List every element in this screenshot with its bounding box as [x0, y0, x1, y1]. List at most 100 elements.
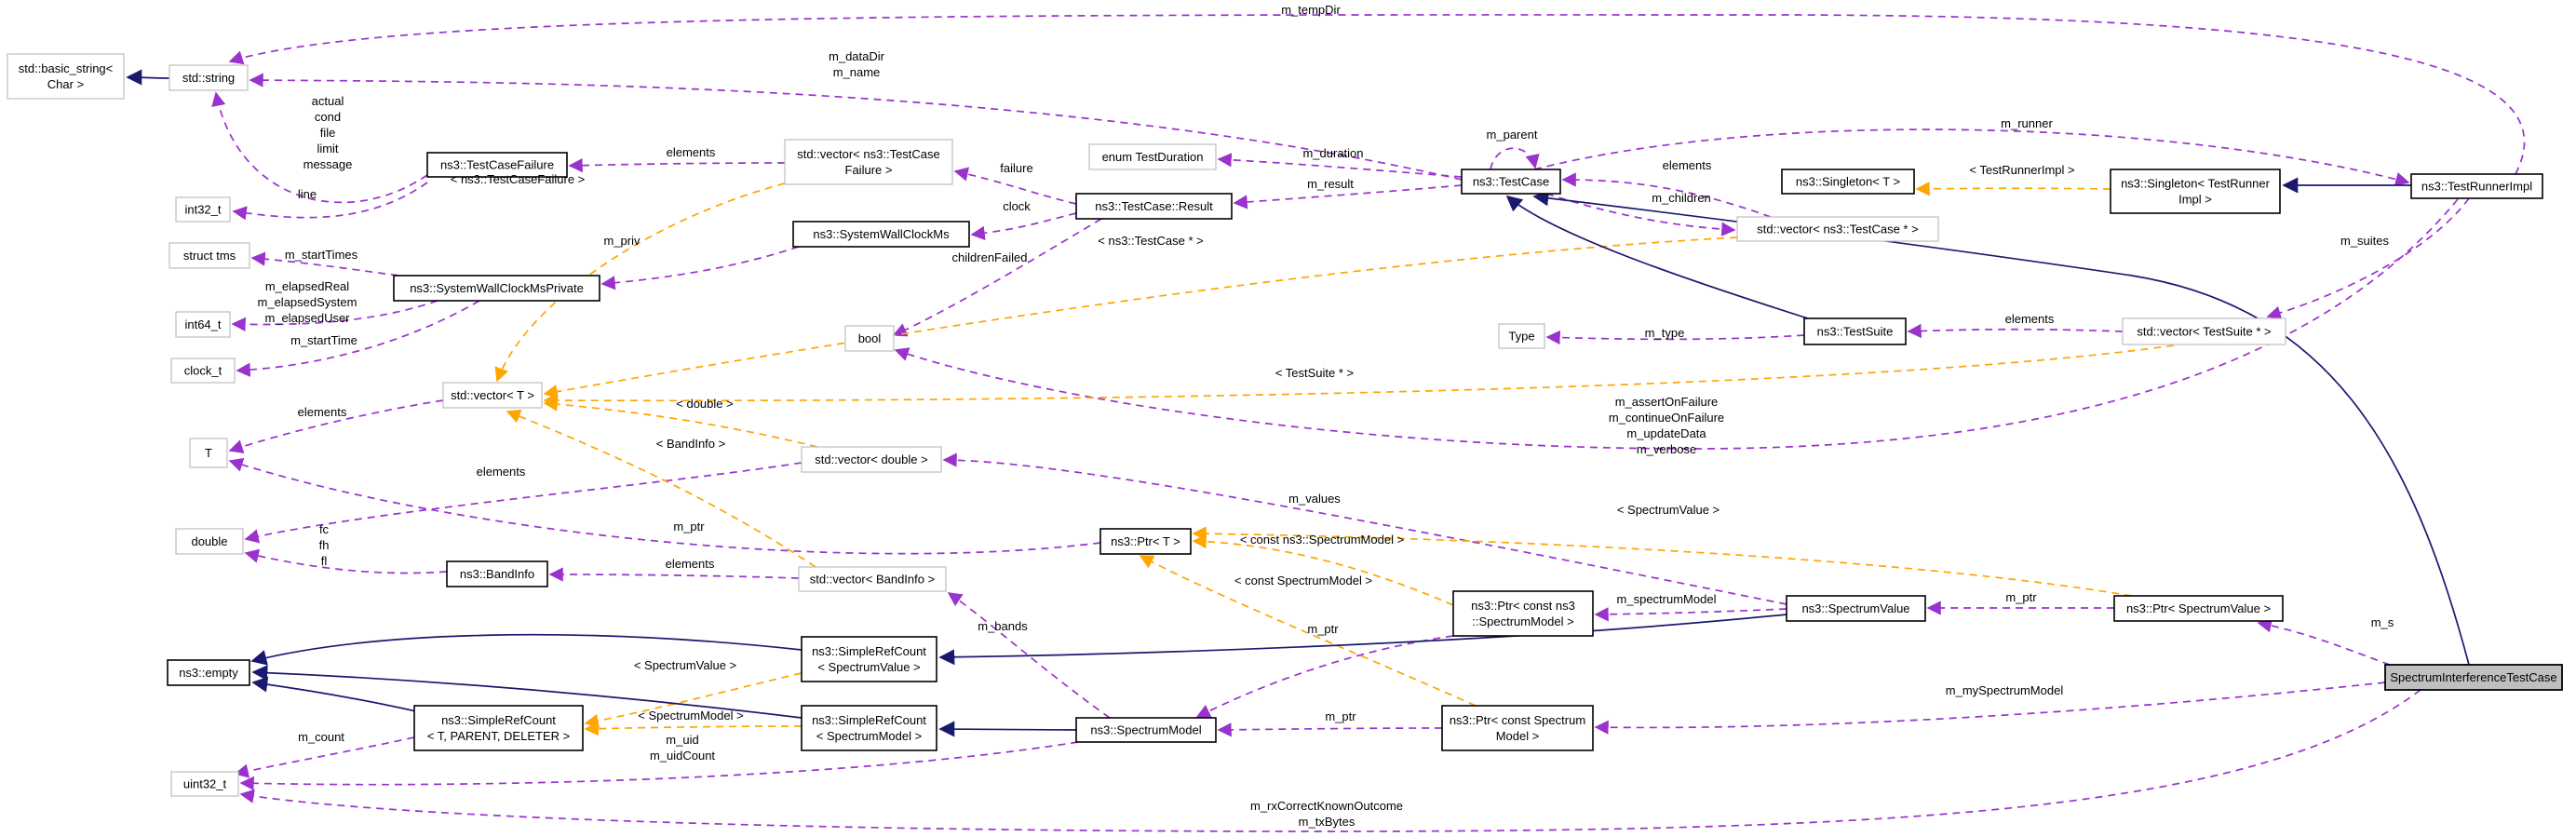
edge-label-m-runner: m_runner [2001, 116, 2053, 130]
edge-std-string-to-basic-string [126, 69, 170, 86]
node-ptr-const-ns3-spectrummodel[interactable]: ns3::Ptr< const ns3::SpectrumModel > [1452, 590, 1594, 637]
node-box-ptr-t[interactable] [1099, 528, 1192, 555]
node-spectrumvalue[interactable]: ns3::SpectrumValue [1786, 595, 1926, 622]
edge-label-elements: elements [2005, 312, 2055, 326]
edge-src-spectrummodel-to-src-tpd [584, 722, 802, 736]
node-singleton-t[interactable]: ns3::Singleton< T > [1781, 169, 1915, 195]
edge-testrunnerimpl-to-vec-testsuite-ptr [2266, 197, 2470, 320]
node-label-bool: bool [858, 331, 882, 345]
edge-systemwallclockmsprivate-to-clock-t [236, 300, 480, 377]
node-box-singleton-t[interactable] [1781, 169, 1915, 195]
edge-testcasefailure-to-int32-t [232, 182, 428, 221]
node-label-spectruminterferencetestcase: SpectrumInterferenceTestCase [2390, 670, 2556, 684]
edge-spectrumvalue-to-ptr-const-ns3-spectrummodel [1594, 607, 1787, 622]
edge-label-m-result: m_result [1307, 177, 1354, 191]
node-src-tpd[interactable]: ns3::SimpleRefCount< T, PARENT, DELETER … [413, 705, 584, 751]
node-box-enum-testduration [1088, 143, 1217, 170]
edge-testcase-to-testcase-result [1233, 184, 1463, 209]
edge-label--const-spectrummodel-: < const SpectrumModel > [1234, 574, 1372, 587]
node-box-uint32-t [170, 771, 239, 797]
node-empty[interactable]: ns3::empty [167, 659, 250, 686]
edge-systemwallclockms-to-systemwallclockmsprivate [600, 246, 800, 290]
node-systemwallclockms[interactable]: ns3::SystemWallClockMs [792, 221, 970, 248]
edge-label-m-count: m_count [298, 730, 344, 744]
node-box-empty[interactable] [167, 659, 250, 686]
node-box-spectrumvalue[interactable] [1786, 595, 1926, 622]
node-vec-double: std::vector< double > [801, 446, 942, 473]
node-label-struct-tms: struct tms [183, 249, 236, 263]
node-box-src-spectrumvalue[interactable] [801, 636, 937, 682]
edge-systemwallclockmsprivate-to-int64-t [231, 300, 438, 332]
node-box-systemwallclockmsprivate[interactable] [393, 275, 600, 302]
node-box-testcase-result[interactable] [1075, 193, 1233, 220]
node-box-testrunnerimpl[interactable] [2410, 173, 2543, 199]
node-label-t: T [205, 446, 212, 460]
node-testrunnerimpl[interactable]: ns3::TestRunnerImpl [2410, 173, 2543, 199]
edge-vec-testcasefailure-to-testcasefailure [568, 157, 786, 173]
node-box-ptr-const-spectrummodel[interactable] [1441, 705, 1594, 751]
node-label-empty: ns3::empty [179, 666, 238, 680]
edge-label-m-ptr: m_ptr [1325, 709, 1356, 723]
node-box-testsuite[interactable] [1803, 317, 1907, 345]
node-box-src-spectrummodel[interactable] [801, 705, 937, 751]
edge-spectruminterferencetestcase-to-testcase [1532, 190, 2470, 666]
node-testcase-result[interactable]: ns3::TestCase::Result [1075, 193, 1233, 220]
node-ptr-spectrumvalue[interactable]: ns3::Ptr< SpectrumValue > [2113, 595, 2284, 622]
node-src-spectrumvalue[interactable]: ns3::SimpleRefCount< SpectrumValue > [801, 636, 937, 682]
node-box-singleton-testrunnerimpl[interactable] [2110, 169, 2281, 214]
node-label-ptr-t: ns3::Ptr< T > [1111, 534, 1180, 548]
node-testcasefailure[interactable]: ns3::TestCaseFailure [426, 152, 568, 178]
node-label-src-spectrumvalue: ns3::SimpleRefCount< SpectrumValue > [812, 644, 926, 674]
node-vec-testsuite-ptr: std::vector< TestSuite * > [2122, 317, 2286, 345]
node-testsuite[interactable]: ns3::TestSuite [1803, 317, 1907, 345]
node-ptr-t[interactable]: ns3::Ptr< T > [1099, 528, 1192, 555]
node-box-struct-tms [169, 242, 250, 269]
node-box-testcasefailure[interactable] [426, 152, 568, 178]
node-box-double [175, 528, 244, 555]
node-box-bandinfo[interactable] [446, 560, 548, 587]
edge-testcase-to-vec-testcase-ptr [1545, 193, 1736, 236]
node-label-testcase: ns3::TestCase [1473, 175, 1549, 189]
node-src-spectrummodel[interactable]: ns3::SimpleRefCount< SpectrumModel > [801, 705, 937, 751]
node-label-testrunnerimpl: ns3::TestRunnerImpl [2421, 180, 2532, 194]
node-label-ptr-const-ns3-spectrummodel: ns3::Ptr< const ns3::SpectrumModel > [1471, 599, 1575, 628]
node-systemwallclockmsprivate[interactable]: ns3::SystemWallClockMsPrivate [393, 275, 600, 302]
node-box-clock-t [170, 358, 236, 384]
edge-src-spectrumvalue-to-src-tpd [584, 672, 802, 728]
node-box-systemwallclockms[interactable] [792, 221, 970, 248]
edge-label-m-spectrummodel: m_spectrumModel [1617, 592, 1717, 606]
node-box-ptr-spectrumvalue[interactable] [2113, 595, 2284, 622]
edge-spectrummodel-to-src-spectrummodel [938, 721, 1077, 737]
node-label-vec-double: std::vector< double > [815, 452, 927, 466]
edge-testsuite-to-type [1545, 330, 1805, 345]
edge-src-spectrummodel-to-empty [251, 665, 802, 719]
edge-label-m-children: m_children [1652, 191, 1711, 205]
node-spectrummodel[interactable]: ns3::SpectrumModel [1075, 717, 1217, 743]
edge-label--const-ns3-spectrummodel-: < const ns3::SpectrumModel > [1240, 533, 1404, 547]
node-label-uint32-t: uint32_t [183, 777, 227, 791]
node-label-std-string: std::string [182, 71, 235, 85]
edge-label-m-ptr: m_ptr [1307, 622, 1339, 636]
edge-vec-double-to-vec-t [543, 397, 818, 448]
edge-label-m-starttime: m_startTime [290, 333, 357, 347]
node-box-testcase[interactable] [1461, 169, 1561, 195]
node-label-ptr-spectrumvalue: ns3::Ptr< SpectrumValue > [2126, 601, 2271, 615]
node-box-src-tpd[interactable] [413, 705, 584, 751]
node-box-ptr-const-ns3-spectrummodel[interactable] [1452, 590, 1594, 637]
edge-vec-testsuite-ptr-to-vec-t [543, 344, 2175, 408]
node-testcase[interactable]: ns3::TestCase [1461, 169, 1561, 195]
edge-testcase-to-std-string [249, 73, 1463, 181]
node-box-spectrummodel[interactable] [1075, 717, 1217, 743]
edge-vec-double-to-double [244, 462, 802, 544]
node-int32-t: int32_t [175, 196, 231, 223]
edge-ptr-const-spectrummodel-to-spectrummodel [1217, 722, 1443, 737]
node-bandinfo[interactable]: ns3::BandInfo [446, 560, 548, 587]
edge-vec-testcase-ptr-to-testcase [1561, 172, 1772, 218]
